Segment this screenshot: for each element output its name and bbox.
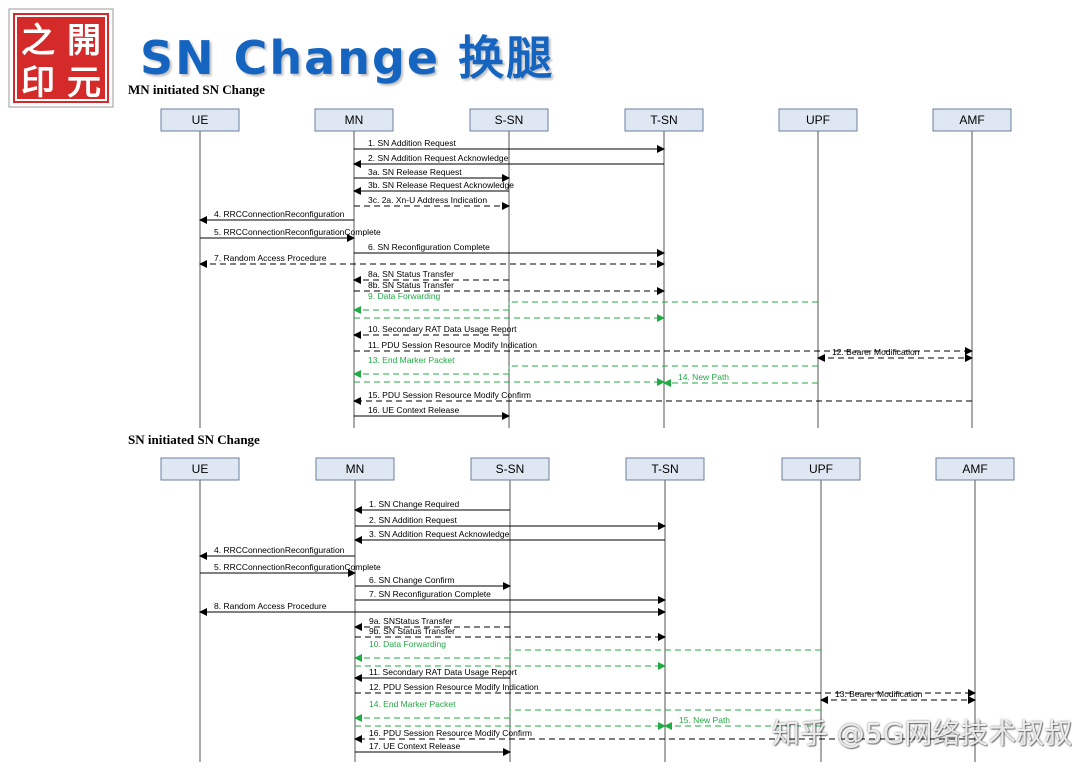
message-label: 8b. SN Status Transfer — [368, 280, 454, 290]
watermark: 知乎 @5G网络技术叔叔 — [772, 717, 1072, 750]
message-label: 10. Data Forwarding — [369, 639, 446, 649]
message-label: 9a. SNStatus Transfer — [369, 616, 453, 626]
entity-label-upf: UPF — [806, 113, 830, 127]
message-label: 7. SN Reconfiguration Complete — [369, 589, 491, 599]
message-label: 9. Data Forwarding — [368, 291, 441, 301]
message-label: 9b. SN Status Transfer — [369, 626, 455, 636]
entity-label-amf: AMF — [959, 113, 984, 127]
entity-box-upf — [781, 457, 861, 481]
entity-label-upf: UPF — [809, 462, 833, 476]
message-label: 12. Bearer Modification — [832, 347, 920, 357]
message-label: 11. Secondary RAT Data Usage Report — [369, 667, 518, 677]
entity-label-t-sn: T-SN — [650, 113, 677, 127]
message-label: 16. UE Context Release — [368, 405, 459, 415]
message-label: 5. RRCConnectionReconfigurationComplete — [214, 562, 381, 572]
message-arrow — [353, 301, 818, 322]
entity-label-amf: AMF — [962, 462, 987, 476]
message-label: 1. SN Addition Request — [368, 138, 457, 148]
message-label: 3c. 2a. Xn-U Address Indication — [368, 195, 487, 205]
logo-char-4: 元 — [67, 63, 101, 103]
entity-box-ue — [160, 108, 240, 132]
message-label: 2. SN Addition Request — [369, 515, 458, 525]
entity-label-mn: MN — [345, 113, 364, 127]
entity-box-mn — [315, 457, 395, 481]
entity-label-ue: UE — [192, 462, 209, 476]
message-label: 4. RRCConnectionReconfiguration — [214, 545, 345, 555]
entity-box-t-sn — [625, 457, 705, 481]
logo-char-1: 之 — [21, 21, 55, 61]
message-label: 8a. SN Status Transfer — [368, 269, 454, 279]
message-label: 6. SN Change Confirm — [369, 575, 455, 585]
diagram-section-1: UE MN S-SN T-SN UPF AMF 1. SN Change Required 2… — [160, 457, 1015, 762]
message-label: 2. SN Addition Request Acknowledge — [368, 153, 509, 163]
message-label: 17. UE Context Release — [369, 741, 460, 751]
message-label: 7. Random Access Procedure — [214, 253, 327, 263]
message-label: 3. SN Addition Request Acknowledge — [369, 529, 510, 539]
message-label: 13. End Marker Packet — [368, 355, 455, 365]
entity-box-s-sn — [469, 108, 549, 132]
logo-char-3: 印 — [21, 63, 55, 103]
message-label: 3b. SN Release Request Acknowledge — [368, 180, 514, 190]
entity-box-ue — [160, 457, 240, 481]
message-label: 15. New Path — [679, 715, 730, 725]
message-label: 6. SN Reconfiguration Complete — [368, 242, 490, 252]
message-label: 16. PDU Session Resource Modify Confirm — [369, 728, 532, 738]
entity-label-s-sn: S-SN — [495, 113, 524, 127]
entity-label-t-sn: T-SN — [651, 462, 678, 476]
message-arrow — [353, 365, 818, 386]
page-title: SN Change 换腿 — [140, 31, 555, 85]
sequence-diagram: UE MN S-SN T-SN UPF AMF 1. SN Addition Request… — [160, 108, 1015, 762]
message-label: 14. New Path — [678, 372, 729, 382]
message-label: 13. Bearer Modification — [835, 689, 923, 699]
message-label: 1. SN Change Required — [369, 499, 460, 509]
entity-label-ue: UE — [192, 113, 209, 127]
message-label: 12. PDU Session Resource Modify Indicati… — [369, 682, 539, 692]
message-arrow — [354, 709, 821, 730]
entity-box-upf — [778, 108, 858, 132]
entity-box-amf — [935, 457, 1015, 481]
message-label: 11. PDU Session Resource Modify Indicati… — [368, 340, 537, 350]
diagram-section-0: UE MN S-SN T-SN UPF AMF 1. SN Addition Request… — [160, 108, 1012, 428]
message-label: 15. PDU Session Resource Modify Confirm — [368, 390, 531, 400]
section-title-mn-initiated: MN initiated SN Change — [128, 82, 265, 97]
entity-label-mn: MN — [346, 462, 365, 476]
message-label: 4. RRCConnectionReconfiguration — [214, 209, 345, 219]
message-label: 3a. SN Release Request — [368, 167, 462, 177]
message-label: 8. Random Access Procedure — [214, 601, 327, 611]
entity-box-s-sn — [470, 457, 550, 481]
entity-box-amf — [932, 108, 1012, 132]
message-label: 5. RRCConnectionReconfigurationComplete — [214, 227, 381, 237]
logo-char-2: 開 — [67, 21, 101, 61]
entity-label-s-sn: S-SN — [496, 462, 525, 476]
message-label: 14. End Marker Packet — [369, 699, 456, 709]
message-arrow — [354, 649, 821, 670]
message-label: 10. Secondary RAT Data Usage Report — [368, 324, 517, 334]
logo: 之 開 印 元 — [8, 8, 114, 108]
section-title-sn-initiated: SN initiated SN Change — [128, 432, 260, 447]
entity-box-mn — [314, 108, 394, 132]
entity-box-t-sn — [624, 108, 704, 132]
